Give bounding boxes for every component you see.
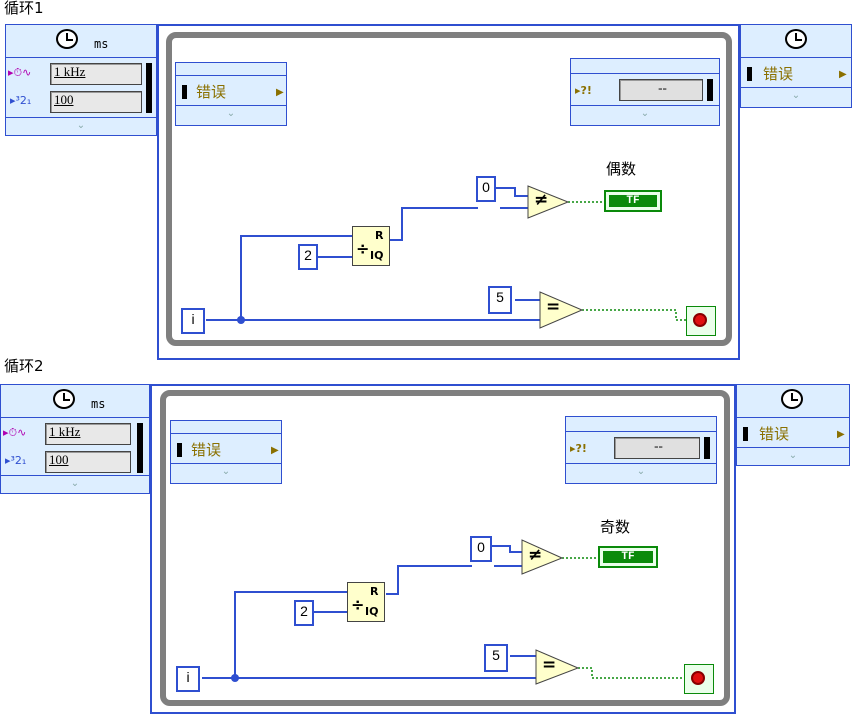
loop1-indicator: TF <box>604 190 662 212</box>
loop1-clock-field[interactable]: 1 kHz <box>50 63 142 85</box>
clock-icon <box>56 29 78 49</box>
clock-icon <box>785 29 807 49</box>
sequence-icon: ▸³2₁ <box>5 454 27 467</box>
stop-button-icon[interactable] <box>684 664 714 694</box>
loop2-indicator: TF <box>598 546 658 568</box>
loop2-equal-node <box>535 649 580 685</box>
arrow-right-icon: ▶ <box>276 87 284 98</box>
chevron-down-icon[interactable]: ⌄ <box>226 108 236 119</box>
loop2-period-field[interactable]: 100 <box>45 451 131 473</box>
arrow-right-icon: ▶ <box>837 429 845 440</box>
loop2-equal-symbol: = <box>542 655 557 675</box>
chevron-down-icon[interactable]: ⌄ <box>636 466 646 477</box>
chevron-down-icon[interactable]: ⌄ <box>791 90 801 101</box>
loop1-label: 循环1 <box>4 0 44 17</box>
loop1-status-node[interactable]: ▸?! -- ⌄ <box>570 58 720 126</box>
loop1-const-zero[interactable]: 0 <box>476 176 496 202</box>
clock-icon <box>53 389 75 409</box>
loop1-resize-bar[interactable] <box>146 63 152 113</box>
loop2-resize-bar[interactable] <box>137 423 143 473</box>
loop2-output-node[interactable]: 错误 ▶ ⌄ <box>736 384 850 466</box>
loop1-output-node[interactable]: 错误 ▶ ⌄ <box>740 24 852 108</box>
loop1-period-field[interactable]: 100 <box>50 91 142 113</box>
chevron-down-icon[interactable]: ⌄ <box>640 108 650 119</box>
loop1-quotient-node[interactable]: ÷ R IQ <box>352 226 390 266</box>
loop1-equal-symbol: = <box>546 297 561 317</box>
loop1-not-equal-node <box>527 185 570 219</box>
loop1-error-in-label: 错误 <box>196 83 227 101</box>
chevron-down-icon[interactable]: ⌄ <box>70 478 80 489</box>
loop2-error-in-node[interactable]: 错误 ▶ ⌄ <box>170 420 282 484</box>
loop1-equal-node <box>539 291 584 329</box>
warning-icon: ▸?! <box>570 442 587 455</box>
loop2-quotient-node[interactable]: ÷ R IQ <box>347 582 385 622</box>
loop2-timing-unit: ms <box>91 397 106 411</box>
loop1-iteration-terminal: i <box>181 308 205 334</box>
loop2-const-zero[interactable]: 0 <box>470 536 492 562</box>
arrow-right-icon: ▶ <box>271 445 279 456</box>
loop2-error-in-label: 错误 <box>191 441 222 459</box>
loop2-label: 循环2 <box>4 357 44 375</box>
loop1-error-in-node[interactable]: 错误 ▶ ⌄ <box>175 62 287 126</box>
loop1-const-five[interactable]: 5 <box>488 286 512 314</box>
timer-icon: ▸⏱∿ <box>8 66 32 79</box>
loop2-error-out-label: 错误 <box>759 425 790 443</box>
loop2-indicator-label: 奇数 <box>600 518 631 536</box>
loop2-iteration-terminal: i <box>176 666 200 692</box>
sequence-icon: ▸³2₁ <box>10 94 32 107</box>
loop2-not-equal-node <box>521 539 564 575</box>
loop2-const-five[interactable]: 5 <box>484 644 508 672</box>
loop1-error-out-label: 错误 <box>763 65 794 83</box>
clock-icon <box>781 389 803 409</box>
warning-icon: ▸?! <box>575 84 592 97</box>
loop1-input-node[interactable]: ms ▸⏱∿ 1 kHz ▸³2₁ 100 ⌄ <box>5 24 157 136</box>
loop2-input-node[interactable]: ms ▸⏱∿ 1 kHz ▸³2₁ 100 ⌄ <box>0 384 150 494</box>
loop2-const-two[interactable]: 2 <box>294 600 314 626</box>
timer-icon: ▸⏱∿ <box>3 426 27 439</box>
chevron-down-icon[interactable]: ⌄ <box>221 466 231 477</box>
chevron-down-icon[interactable]: ⌄ <box>788 450 798 461</box>
loop1-not-equal-symbol: ≠ <box>534 190 549 210</box>
chevron-down-icon[interactable]: ⌄ <box>76 120 86 131</box>
loop2-clock-field[interactable]: 1 kHz <box>45 423 131 445</box>
arrow-right-icon: ▶ <box>839 69 847 80</box>
loop2-status-node[interactable]: ▸?! -- ⌄ <box>565 416 717 484</box>
loop2-not-equal-symbol: ≠ <box>528 545 543 565</box>
stop-button-icon[interactable] <box>686 306 716 336</box>
loop1-status-field[interactable]: -- <box>619 79 703 101</box>
loop1-indicator-label: 偶数 <box>606 160 637 178</box>
loop2-status-field[interactable]: -- <box>614 437 700 459</box>
loop1-timing-unit: ms <box>94 37 109 51</box>
loop1-const-two[interactable]: 2 <box>298 244 318 270</box>
